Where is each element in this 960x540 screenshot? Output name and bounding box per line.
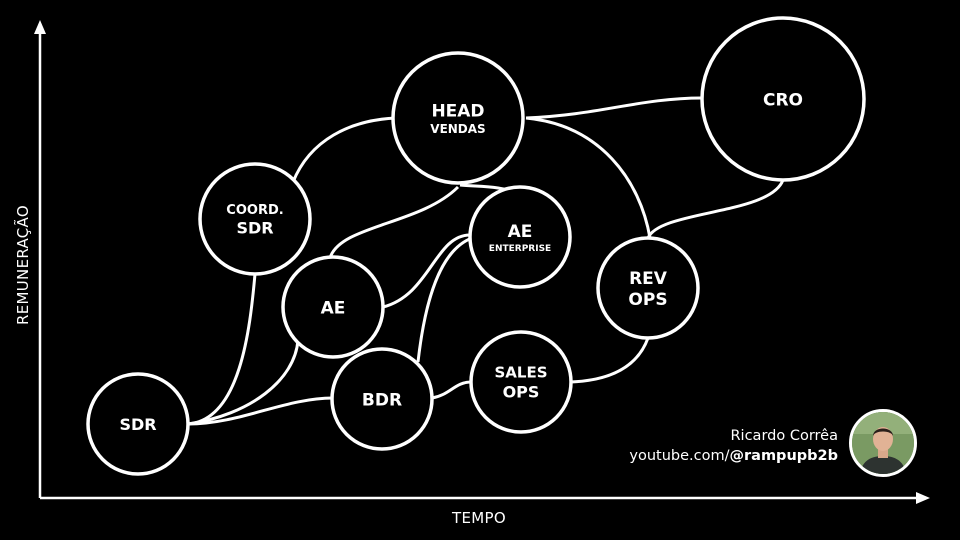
connector-sdr-bdr bbox=[187, 396, 334, 426]
connector-bdr-sales-ops bbox=[431, 380, 472, 400]
connector-head-rev-ops bbox=[525, 116, 652, 239]
node-label-line: REV bbox=[629, 269, 668, 289]
connector-ae-ae-enterprise bbox=[382, 233, 471, 309]
author-channel[interactable]: youtube.com/@rampupb2b bbox=[629, 446, 838, 466]
node-circle bbox=[700, 16, 866, 182]
node-label-line: AE bbox=[321, 298, 346, 318]
person-photo-icon bbox=[852, 412, 914, 474]
node-circle bbox=[86, 372, 190, 476]
node-sdr: SDR bbox=[86, 372, 190, 476]
x-axis-label: TEMPO bbox=[452, 509, 506, 527]
node-cro: CRO bbox=[700, 16, 866, 182]
connector-sales-ops-rev-ops bbox=[570, 337, 650, 384]
connector-rev-ops-cro bbox=[646, 179, 785, 239]
channel-handle: @rampupb2b bbox=[729, 448, 838, 464]
avatar bbox=[849, 409, 917, 477]
node-label-line: CRO bbox=[763, 90, 803, 110]
node-circle bbox=[281, 255, 385, 359]
node-label-line: OPS bbox=[503, 383, 540, 402]
axes bbox=[34, 20, 930, 504]
node-label-line: AE bbox=[508, 222, 533, 242]
node-circle bbox=[391, 51, 525, 185]
node-label-line: OPS bbox=[628, 290, 667, 310]
node-label-line: ENTERPRISE bbox=[489, 244, 551, 254]
connector-coord-sdr-head bbox=[291, 116, 397, 183]
y-axis-arrow-icon bbox=[34, 20, 46, 34]
node-label-line: SALES bbox=[494, 364, 547, 382]
channel-url: youtube.com/ bbox=[629, 448, 730, 464]
connector-head-cro bbox=[525, 96, 703, 120]
author-name: Ricardo Corrêa bbox=[730, 428, 838, 444]
node-ae: AE bbox=[281, 255, 385, 359]
node-label-line: VENDAS bbox=[430, 122, 485, 136]
node-label-line: BDR bbox=[362, 390, 402, 410]
node-label-line: COORD. bbox=[226, 203, 283, 218]
node-circle bbox=[469, 330, 573, 434]
connector-bdr-ae-enterprise bbox=[416, 236, 473, 363]
node-circle bbox=[198, 162, 312, 276]
connector-ae-head bbox=[328, 185, 460, 259]
nodes: SDRCOORD.SDRAEBDRHEADVENDASAEENTERPRISES… bbox=[86, 16, 866, 476]
node-bdr: BDR bbox=[330, 347, 434, 451]
node-circle bbox=[596, 236, 700, 340]
node-circle bbox=[330, 347, 434, 451]
connectors bbox=[187, 96, 785, 426]
node-ae-enterprise: AE ENTERPRISE bbox=[468, 185, 572, 289]
node-label-line: HEAD bbox=[431, 101, 484, 121]
node-circle bbox=[468, 185, 572, 289]
author-credit: Ricardo Corrêa youtube.com/@rampupb2b bbox=[629, 426, 838, 466]
node-label-line: SDR bbox=[119, 415, 156, 434]
x-axis-arrow-icon bbox=[916, 492, 930, 504]
y-axis-label: REMUNERAÇÃO bbox=[14, 205, 32, 325]
node-coord-sdr: COORD.SDR bbox=[198, 162, 312, 276]
node-label-line: SDR bbox=[236, 219, 273, 238]
connector-sdr-ae bbox=[187, 339, 300, 426]
connector-sdr-coord-sdr bbox=[187, 273, 257, 426]
